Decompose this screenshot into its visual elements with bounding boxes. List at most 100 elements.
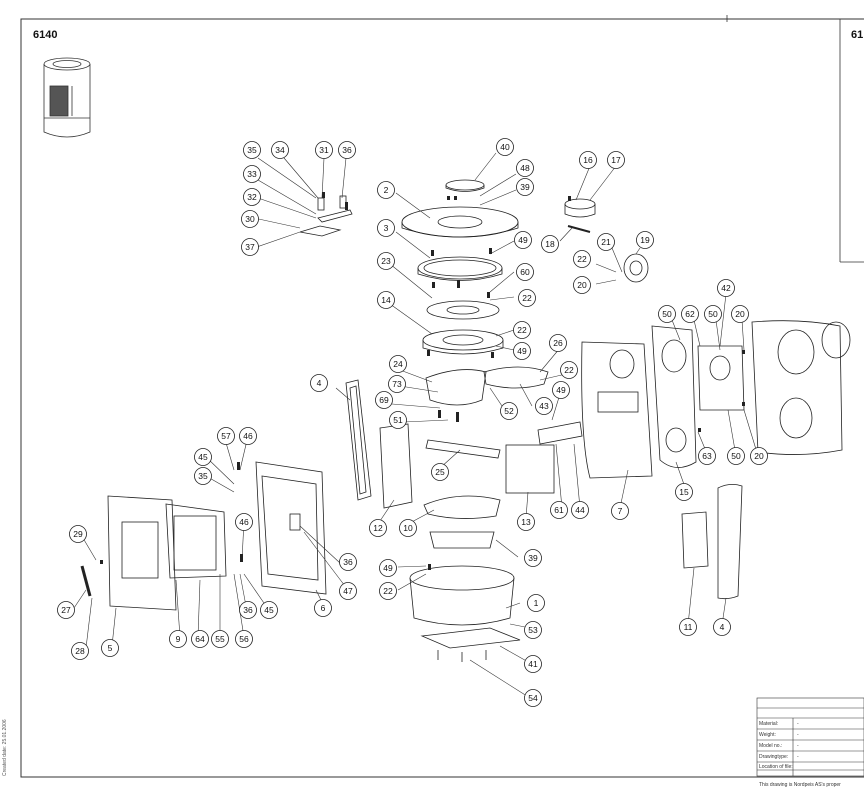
- callout-4: 4: [713, 618, 731, 636]
- callout-circle: [389, 355, 407, 373]
- callout-73: 73: [388, 375, 406, 393]
- callout-circle: [517, 513, 535, 531]
- callout-circle: [389, 411, 407, 429]
- callout-label: 64: [195, 634, 205, 644]
- callout-label: 44: [575, 505, 585, 515]
- callout-circle: [675, 483, 693, 501]
- callout-12: 12: [369, 519, 387, 537]
- callout-circle: [243, 165, 261, 183]
- callout-circle: [597, 233, 615, 251]
- callout-1: 1: [527, 594, 545, 612]
- callout-circle: [527, 594, 545, 612]
- callout-circle: [681, 305, 699, 323]
- callout-39: 39: [524, 549, 542, 567]
- callout-label: 61: [554, 505, 564, 515]
- ownership-notice: This drawing is Nordpeis AS's proper: [759, 782, 841, 788]
- callout-label: 11: [684, 622, 693, 632]
- callout-label: 47: [343, 586, 353, 596]
- callout-label: 43: [539, 401, 549, 411]
- callout-64: 64: [191, 630, 209, 648]
- callout-label: 46: [243, 431, 253, 441]
- callout-label: 4: [720, 622, 725, 632]
- callout-circle: [514, 231, 532, 249]
- callout-label: 12: [373, 523, 383, 533]
- callout-circle: [217, 427, 235, 445]
- callout-circle: [69, 525, 87, 543]
- callout-label: 1: [534, 598, 539, 608]
- callout-36: 36: [239, 601, 257, 619]
- callout-circle: [260, 601, 278, 619]
- callout-circle: [310, 374, 328, 392]
- callout-circle: [239, 601, 257, 619]
- model-value: -: [797, 743, 799, 749]
- callout-circle: [377, 219, 395, 237]
- callout-circle: [500, 402, 518, 420]
- callout-circle: [431, 463, 449, 481]
- callout-label: 16: [583, 155, 593, 165]
- base-assembly: [409, 565, 521, 662]
- weight-value: -: [797, 732, 799, 738]
- callout-56: 56: [235, 630, 253, 648]
- callout-circle: [379, 582, 397, 600]
- callout-circle: [579, 151, 597, 169]
- front-door-assembly: [80, 461, 327, 611]
- callout-label: 21: [601, 237, 611, 247]
- callout-label: 22: [383, 586, 393, 596]
- callout-circle: [750, 447, 768, 465]
- callout-22: 22: [573, 250, 591, 268]
- callout-27: 27: [57, 601, 75, 619]
- callout-label: 5: [108, 643, 113, 653]
- callout-label: 15: [679, 487, 689, 497]
- callout-label: 54: [528, 693, 538, 703]
- callout-label: 33: [247, 169, 257, 179]
- callout-35: 35: [243, 141, 261, 159]
- callout-label: 6: [321, 603, 326, 613]
- callout-circle: [513, 342, 531, 360]
- callout-circle: [369, 519, 387, 537]
- callout-45: 45: [194, 448, 212, 466]
- callout-47: 47: [339, 582, 357, 600]
- callout-label: 23: [381, 256, 391, 266]
- callout-33: 33: [243, 165, 261, 183]
- callout-circle: [731, 305, 749, 323]
- callout-label: 46: [239, 517, 249, 527]
- callout-label: 22: [577, 254, 587, 264]
- callout-circle: [496, 138, 514, 156]
- callout-label: 53: [528, 625, 538, 635]
- callout-circle: [516, 263, 534, 281]
- callout-circle: [339, 553, 357, 571]
- callout-2: 2: [377, 181, 395, 199]
- callout-11: 11: [679, 618, 697, 636]
- callout-label: 22: [564, 365, 574, 375]
- callout-37: 37: [241, 238, 259, 256]
- callout-49: 49: [552, 381, 570, 399]
- callout-circle: [314, 599, 332, 617]
- callout-7: 7: [611, 502, 629, 520]
- callout-label: 49: [518, 235, 528, 245]
- callout-circle: [388, 375, 406, 393]
- callout-label: 20: [577, 280, 587, 290]
- callout-circle: [698, 447, 716, 465]
- callout-circle: [552, 381, 570, 399]
- title-block: [756, 697, 864, 777]
- callout-label: 49: [556, 385, 566, 395]
- callout-circle: [243, 188, 261, 206]
- callout-label: 49: [383, 563, 393, 573]
- callout-circle: [57, 601, 75, 619]
- callout-50: 50: [727, 447, 745, 465]
- drawing-type-value: -: [797, 754, 799, 760]
- callout-50: 50: [658, 305, 676, 323]
- callout-label: 18: [545, 239, 555, 249]
- callout-label: 17: [611, 155, 621, 165]
- callout-circle: [338, 141, 356, 159]
- created-date-note: Created date: 25.01.2006: [2, 719, 8, 776]
- callout-circle: [377, 291, 395, 309]
- callout-circle: [235, 630, 253, 648]
- callout-label: 24: [393, 359, 403, 369]
- callout-label: 26: [553, 338, 563, 348]
- callout-9: 9: [169, 630, 187, 648]
- callout-circle: [211, 630, 229, 648]
- callout-circle: [241, 238, 259, 256]
- callout-circle: [516, 178, 534, 196]
